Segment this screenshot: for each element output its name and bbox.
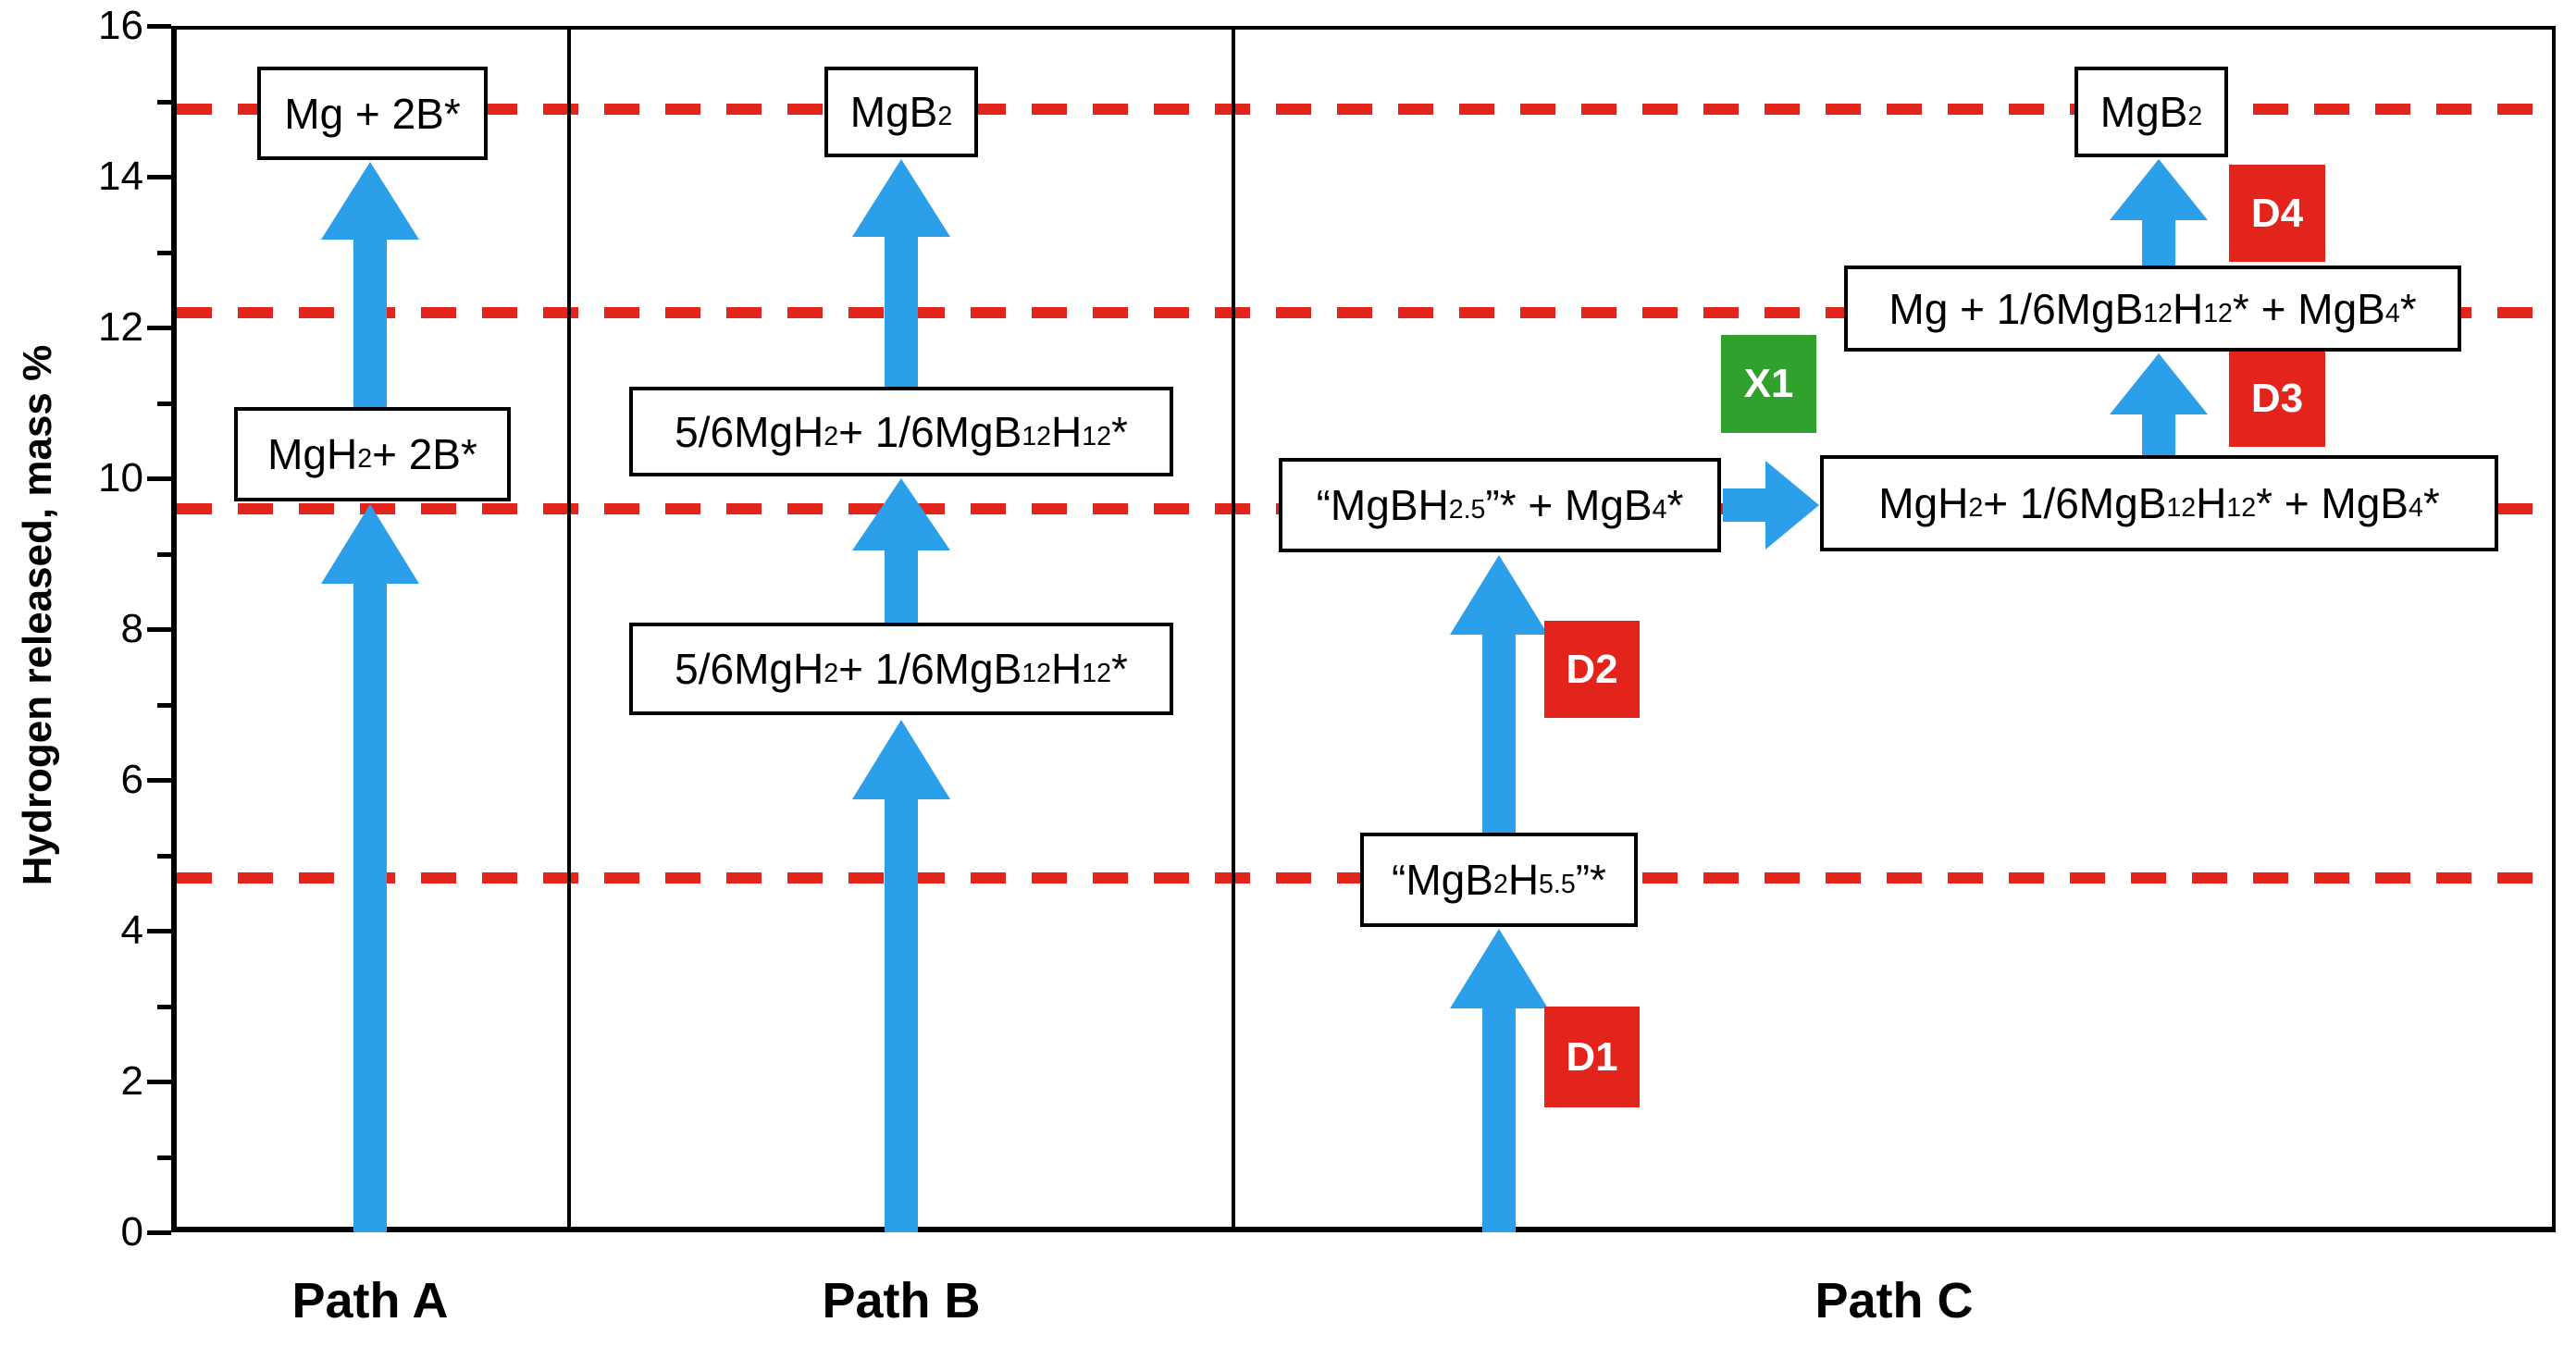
pathA-state-2: Mg + 2B* — [257, 67, 488, 160]
pathA-arrow-2-head — [321, 162, 419, 240]
y-tick-label: 4 — [120, 908, 143, 953]
path-label-a: Path A — [291, 1273, 449, 1328]
badge-X1: X1 — [1721, 335, 1816, 433]
pathC-arrow-4-head — [2110, 159, 2208, 220]
y-tick-label: 8 — [120, 606, 143, 651]
badge-D3: D3 — [2229, 350, 2325, 447]
pathC-arrow-2-shaft — [1482, 633, 1516, 833]
y-tick-label: 12 — [98, 304, 143, 350]
y-major-tick — [147, 778, 171, 783]
y-major-tick — [147, 1080, 171, 1084]
y-major-tick — [147, 175, 171, 179]
y-major-tick — [147, 1230, 171, 1235]
pathC-arrow-3-shaft — [2142, 413, 2175, 455]
y-major-tick — [147, 476, 171, 481]
pathB-arrow-3-head — [852, 159, 950, 237]
y-minor-tick — [157, 702, 171, 708]
y-tick-label: 10 — [98, 455, 143, 500]
pathC-arrow-1-head — [1450, 929, 1548, 1008]
reference-line — [177, 103, 2552, 115]
panel-divider-b-c — [1232, 26, 1235, 1232]
y-tick-label: 6 — [120, 757, 143, 802]
y-tick-label: 0 — [120, 1209, 143, 1254]
pathB-arrow-2-head — [852, 478, 950, 550]
y-minor-tick — [157, 401, 171, 406]
pathB-arrow-3-shaft — [885, 235, 918, 387]
pathC-arrow-4-shaft — [2142, 218, 2175, 266]
pathC-cross-arrow-shaft — [1723, 488, 1767, 522]
y-major-tick — [147, 326, 171, 330]
y-minor-tick — [157, 1155, 171, 1160]
plot-border — [171, 26, 2556, 1232]
pathA-arrow-1-head — [321, 504, 419, 584]
pathB-arrow-1-shaft — [885, 797, 918, 1232]
y-major-tick — [147, 627, 171, 632]
pathB-arrow-1-head — [852, 720, 950, 799]
y-tick-label: 14 — [98, 154, 143, 199]
y-major-tick — [147, 929, 171, 933]
badge-D2: D2 — [1544, 621, 1640, 718]
path-label-c: Path C — [1814, 1273, 1974, 1328]
pathC-arrow-1-shaft — [1482, 1007, 1516, 1232]
path-label-b: Path B — [822, 1273, 981, 1328]
y-major-tick — [147, 24, 171, 29]
panel-divider-a-b — [567, 26, 571, 1232]
pathA-arrow-1-shaft — [353, 582, 387, 1232]
y-minor-tick — [157, 1004, 171, 1009]
badge-D1: D1 — [1544, 1007, 1640, 1107]
pathB-arrow-2-shaft — [885, 549, 918, 623]
y-tick-label: 2 — [120, 1058, 143, 1104]
y-minor-tick — [157, 250, 171, 255]
pathC-cross-arrow-head — [1765, 461, 1819, 550]
badge-D4: D4 — [2229, 165, 2325, 262]
y-minor-tick — [157, 99, 171, 105]
y-minor-tick — [157, 853, 171, 859]
y-tick-label: 16 — [98, 3, 143, 48]
y-minor-tick — [157, 551, 171, 557]
pathA-arrow-2-shaft — [353, 238, 387, 407]
pathC-arrow-2-head — [1450, 555, 1548, 635]
pathC-arrow-3-head — [2110, 353, 2208, 414]
